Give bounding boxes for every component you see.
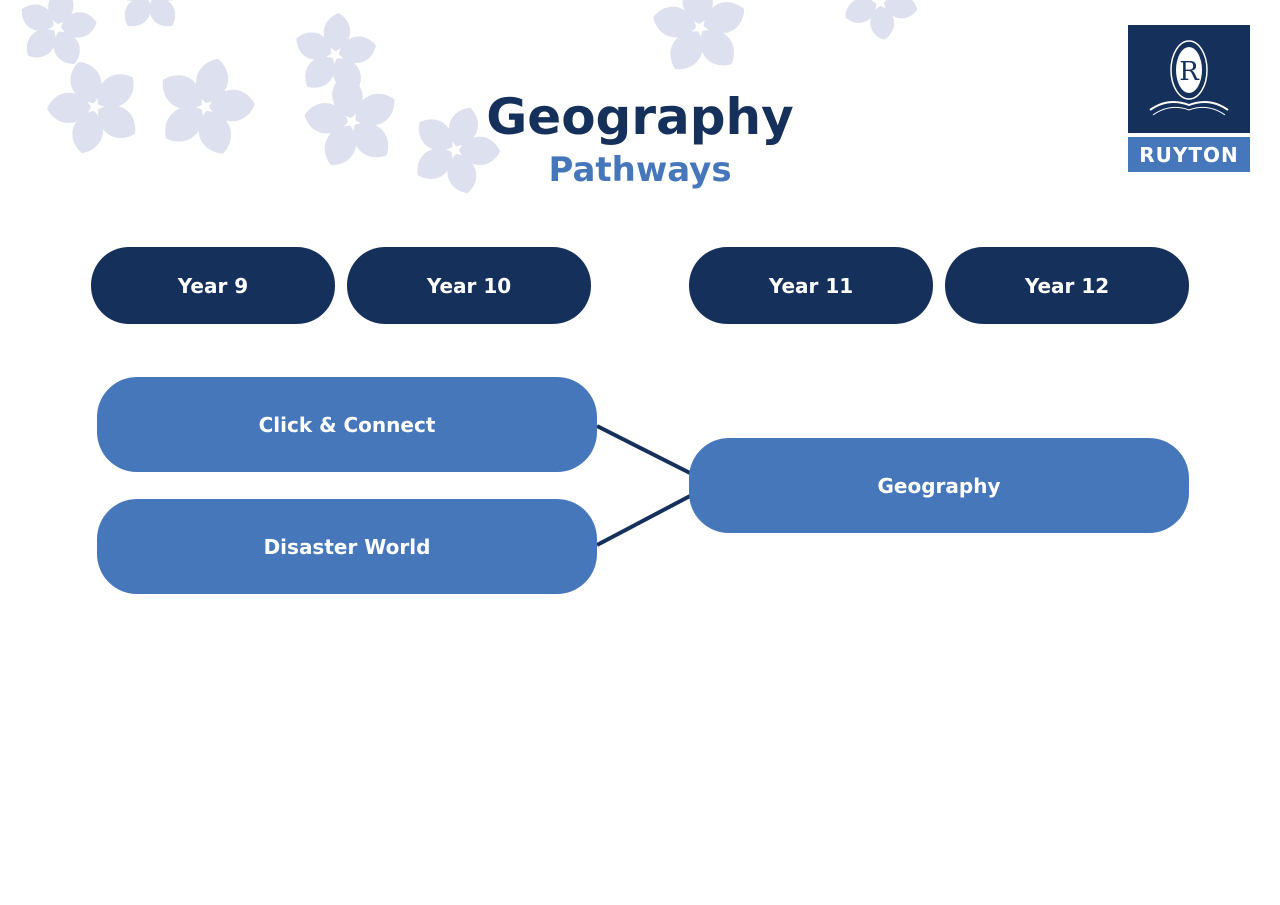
- flower-icon: [162, 58, 255, 154]
- flower-icon: [304, 74, 395, 166]
- connector-line: [596, 494, 691, 547]
- crest-icon: R: [1128, 25, 1250, 133]
- page-title: Geography: [486, 88, 794, 146]
- flower-icon: [417, 107, 500, 194]
- flower-icon: [113, 0, 187, 27]
- course-geography[interactable]: Geography: [689, 438, 1189, 533]
- flower-icon: [21, 0, 97, 64]
- year-10-header: Year 10: [347, 247, 591, 324]
- flower-icon: [47, 61, 136, 154]
- logo-wordmark: RUYTON: [1128, 137, 1250, 172]
- flower-icon: [845, 0, 918, 40]
- course-disaster-world[interactable]: Disaster World: [97, 499, 597, 594]
- connector-line: [596, 424, 691, 475]
- flower-icon: [653, 0, 745, 70]
- year-9-header: Year 9: [91, 247, 335, 324]
- page-subtitle: Pathways: [548, 150, 732, 190]
- year-11-header: Year 11: [689, 247, 933, 324]
- year-12-header: Year 12: [945, 247, 1189, 324]
- course-click-connect[interactable]: Click & Connect: [97, 377, 597, 472]
- svg-text:R: R: [1179, 57, 1200, 87]
- floral-background: [21, 0, 918, 194]
